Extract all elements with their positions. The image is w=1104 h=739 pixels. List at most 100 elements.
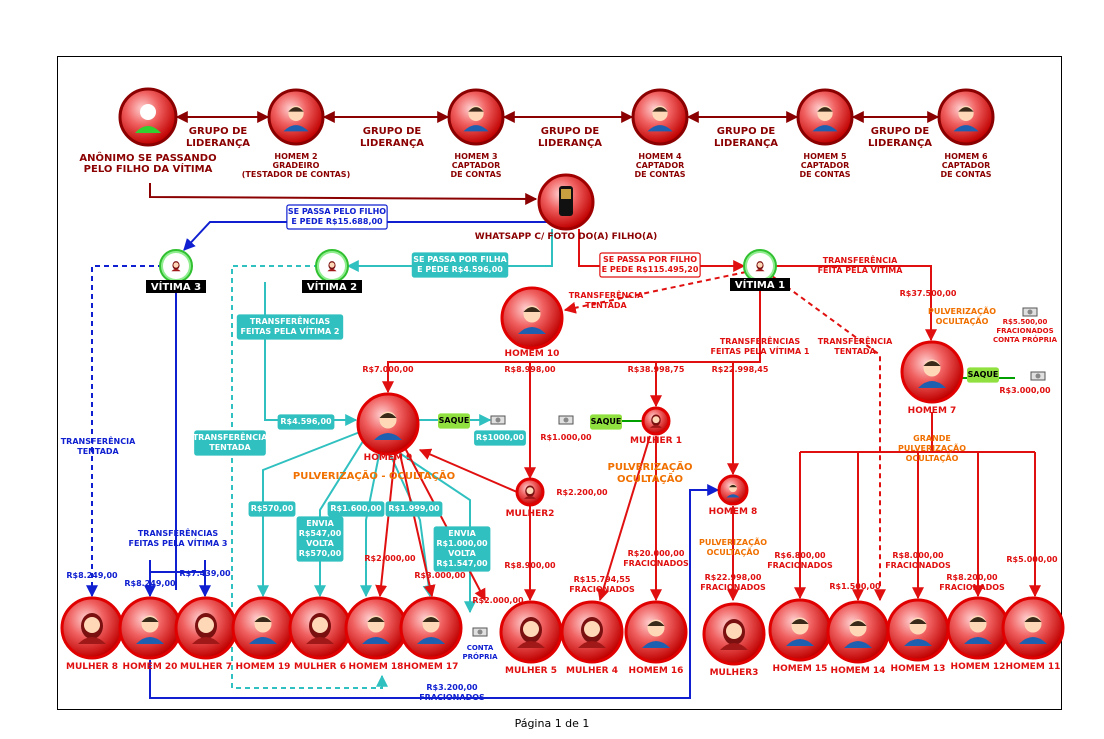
label-text: PRÓPRIA bbox=[462, 652, 498, 661]
label-r2000_h18: R$2.000,00 bbox=[364, 554, 416, 563]
label-text: GRUPO DE bbox=[541, 126, 600, 137]
node-label: (TESTADOR DE CONTAS) bbox=[242, 170, 350, 179]
flow-edge bbox=[375, 453, 396, 598]
node-h12: HOMEM 12 bbox=[946, 596, 1010, 672]
node-label: HOMEM 18 bbox=[349, 662, 404, 672]
node-label: HOMEM 5 bbox=[803, 152, 847, 161]
node-label: HOMEM 4 bbox=[638, 152, 682, 161]
label-saque_m1: SAQUE bbox=[589, 414, 622, 430]
node-v1: VÍTIMA 1 bbox=[730, 249, 790, 291]
label-text: R$15.794,55 bbox=[574, 575, 631, 584]
label-text: GRUPO DE bbox=[717, 126, 776, 137]
label-text: ENVIA bbox=[306, 519, 334, 528]
label-text: OCULTAÇÃO bbox=[936, 316, 989, 326]
flow-edge bbox=[149, 484, 720, 699]
label-text: R$8.000,00 bbox=[892, 551, 944, 560]
node-label: HOMEM 12 bbox=[951, 662, 1006, 672]
node-label: DE CONTAS bbox=[634, 170, 685, 179]
label-text: SAQUE bbox=[439, 416, 470, 425]
node-h8: HOMEM 8 bbox=[709, 474, 758, 517]
flow-edge bbox=[771, 275, 886, 602]
label-text: SE PASSA POR FILHO bbox=[603, 255, 697, 264]
flow-edge bbox=[264, 282, 358, 426]
node-label: HOMEM 15 bbox=[773, 664, 828, 674]
label-text: LIDERANÇA bbox=[868, 138, 932, 149]
label-text: FRACIONADOS bbox=[885, 561, 951, 570]
label-text: VOLTA bbox=[448, 549, 476, 558]
node-m2: MULHER2 bbox=[506, 477, 554, 519]
label-text: FRACIONADOS bbox=[623, 559, 689, 568]
label-text: CONTA PRÓPRIA bbox=[993, 335, 1058, 344]
node-h18: HOMEM 18 bbox=[344, 596, 408, 672]
flow-edge bbox=[86, 265, 163, 598]
node-label: GRADEIRO bbox=[273, 161, 320, 170]
label-text: FEITAS PELA VÍTIMA 2 bbox=[241, 325, 340, 336]
node-label: MULHER 6 bbox=[294, 662, 346, 672]
node-h7: HOMEM 7 bbox=[900, 340, 964, 416]
label-text: TRANSFERÊNCIA bbox=[823, 254, 898, 265]
label-text: R$22.998,00 bbox=[705, 573, 762, 582]
node-h15: HOMEM 15 bbox=[768, 598, 832, 674]
money-icon bbox=[1022, 307, 1038, 317]
label-text: LIDERANÇA bbox=[186, 138, 250, 149]
node-h9: HOMEM 9 bbox=[356, 392, 420, 463]
node-h13: HOMEM 13 bbox=[886, 598, 950, 674]
label-text: TRANSFERÊNCIAS bbox=[720, 335, 801, 346]
money-icon bbox=[490, 415, 506, 425]
node-label: VÍTIMA 1 bbox=[735, 278, 785, 291]
flow-edge bbox=[397, 451, 476, 614]
label-text: ENVIA bbox=[448, 529, 476, 538]
label-r1000_h9: R$1000,00 bbox=[474, 430, 526, 446]
label-text: R$5.000,00 bbox=[1006, 555, 1058, 564]
node-label: MULHER3 bbox=[710, 668, 759, 678]
node-label: CAPTADOR bbox=[942, 161, 991, 170]
label-text: VOLTA bbox=[306, 539, 334, 548]
label-text: FRACIONADOS bbox=[569, 585, 635, 594]
label-r5000: R$5.000,00 bbox=[1006, 555, 1058, 564]
node-label: HOMEM 2 bbox=[274, 152, 317, 161]
flow-edge bbox=[563, 271, 747, 314]
label-text: R$8.998,00 bbox=[504, 365, 556, 374]
node-label: DE CONTAS bbox=[940, 170, 991, 179]
node-label: DE CONTAS bbox=[450, 170, 501, 179]
node-label: MULHER 5 bbox=[505, 666, 557, 676]
flow-edge bbox=[149, 183, 538, 205]
label-text: R$570,00 bbox=[251, 504, 294, 513]
node-label: VÍTIMA 3 bbox=[151, 280, 201, 293]
label-r7000: R$7.000,00 bbox=[362, 365, 414, 374]
node-h20: HOMEM 20 bbox=[118, 596, 182, 672]
label-text: R$6.800,00 bbox=[774, 551, 826, 560]
label-r1999: R$1.999,00 bbox=[385, 501, 443, 517]
node-label: HOMEM 7 bbox=[908, 406, 957, 416]
node-label: HOMEM 8 bbox=[709, 507, 758, 517]
label-r1600: R$1.600,00 bbox=[327, 501, 385, 517]
label-text: E PEDE R$115.495,20 bbox=[602, 265, 699, 274]
label-text: R$8.249,00 bbox=[124, 579, 176, 588]
label-text: R$1.000,00 bbox=[436, 539, 488, 548]
label-text: TENTADA bbox=[585, 301, 627, 310]
node-label: ANÔNIMO SE PASSANDO bbox=[79, 151, 216, 164]
node-label: MULHER 7 bbox=[180, 662, 232, 672]
label-text: LIDERANÇA bbox=[360, 138, 424, 149]
label-text: TRANSFERÊNCIAS bbox=[250, 315, 331, 326]
node-m7: MULHER 7 bbox=[174, 596, 238, 672]
node-m8: MULHER 8 bbox=[60, 596, 124, 672]
label-text: FEITAS PELA VÍTIMA 1 bbox=[711, 345, 810, 356]
label-r7439: R$7.439,00 bbox=[179, 569, 231, 578]
label-text: R$2.000,00 bbox=[472, 596, 524, 605]
